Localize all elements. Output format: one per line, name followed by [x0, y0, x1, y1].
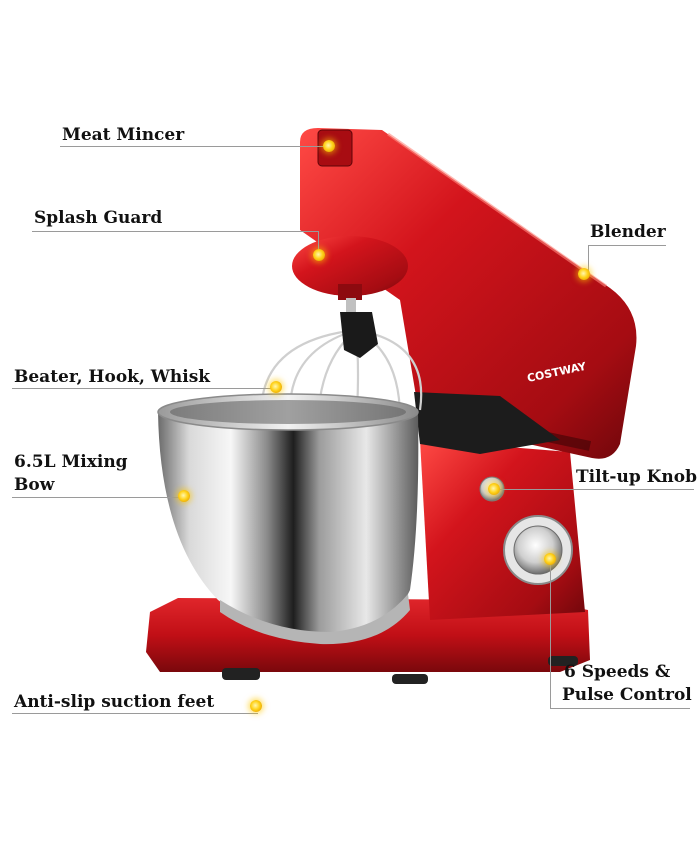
marker-splash-guard	[313, 249, 325, 261]
mixer-head	[300, 128, 637, 459]
hinge-area	[414, 392, 560, 454]
marker-bowl	[178, 490, 190, 502]
leader-splash-guard	[32, 231, 318, 232]
marker-blender	[578, 268, 590, 280]
marker-speed-dial	[544, 553, 556, 565]
label-anti-slip-feet: Anti-slip suction feet	[14, 692, 215, 712]
leader-blender	[588, 245, 666, 246]
mixing-bowl	[158, 412, 419, 637]
suction-foot-center	[392, 674, 428, 684]
label-tilt-up-knob: Tilt-up Knob	[576, 467, 698, 487]
marker-beater-hook-whisk	[270, 381, 282, 393]
label-blender: Blender	[590, 222, 666, 242]
marker-anti-slip-feet	[250, 700, 262, 712]
label-beater-hook-whisk: Beater, Hook, Whisk	[14, 367, 211, 387]
leader-blender-drop	[588, 245, 589, 273]
suction-foot-right	[548, 656, 578, 666]
marker-tilt-up-knob	[488, 483, 500, 495]
leader-bowl	[12, 497, 182, 498]
whisk-connector	[340, 312, 378, 358]
leader-anti-slip-feet	[12, 713, 258, 714]
label-bowl-line1: 6.5L Mixing	[14, 452, 128, 472]
marker-meat-mincer	[323, 140, 335, 152]
suction-foot-left	[222, 668, 260, 680]
leader-splash-guard-drop	[318, 231, 319, 253]
label-speeds-line2: Pulse Control	[562, 685, 692, 705]
leader-tilt-up-knob	[500, 489, 694, 490]
leader-beater-hook-whisk	[12, 388, 274, 389]
leader-speeds	[550, 708, 690, 709]
leader-meat-mincer	[60, 146, 330, 147]
leader-speeds-drop	[550, 560, 551, 708]
label-meat-mincer: Meat Mincer	[62, 125, 185, 145]
label-bowl-line2: Bow	[14, 475, 55, 495]
label-splash-guard: Splash Guard	[34, 208, 163, 228]
label-speeds-line1: 6 Speeds &	[564, 662, 671, 682]
